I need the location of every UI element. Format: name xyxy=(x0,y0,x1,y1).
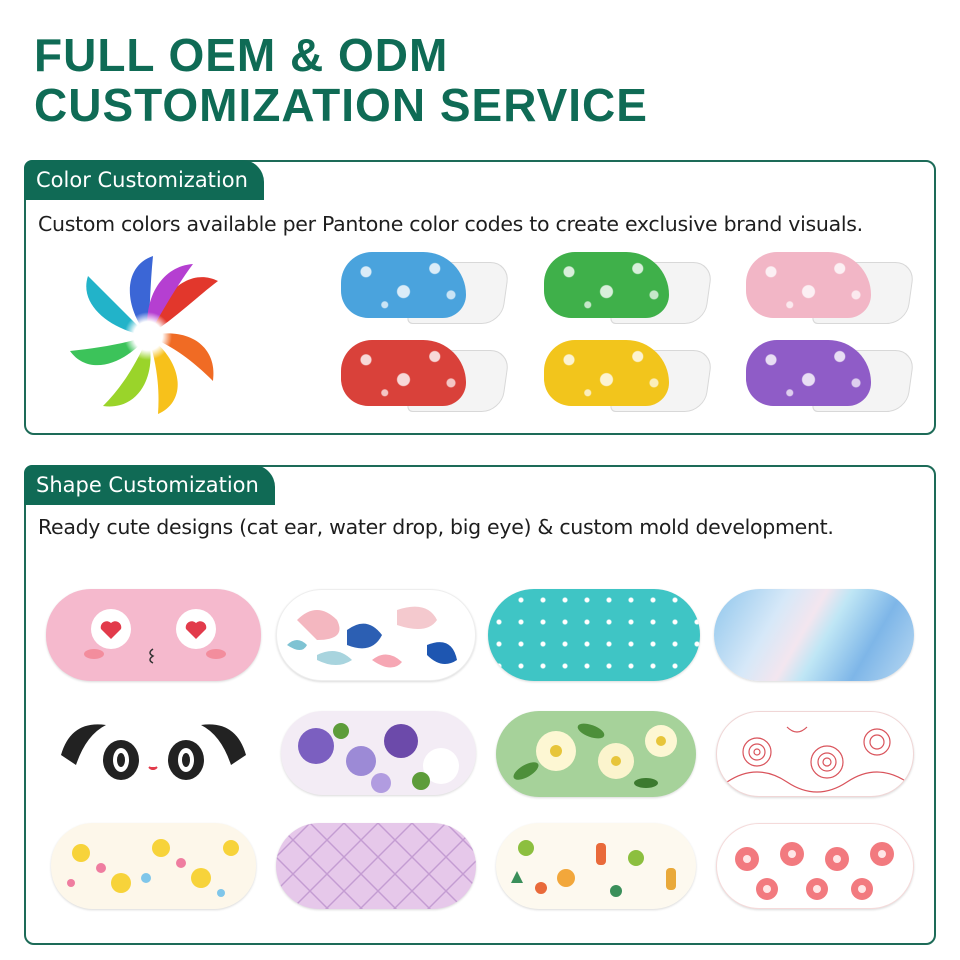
design-pastel-camo xyxy=(276,589,476,681)
shape-customization-description: Ready cute designs (cat ear, water drop,… xyxy=(38,515,834,539)
color-mask-pink xyxy=(746,252,916,324)
design-pink-heart-eyes xyxy=(46,589,261,681)
design-grapefruit-slices xyxy=(716,823,914,909)
design-fruit-popsicle xyxy=(496,823,696,909)
color-mask-yellow xyxy=(544,340,714,412)
title-line-1: FULL OEM & ODM xyxy=(34,29,449,81)
color-customization-description: Custom colors available per Pantone colo… xyxy=(38,212,863,236)
color-mask-blue xyxy=(341,252,511,324)
color-customization-panel: Color Customization Custom colors availa… xyxy=(24,160,936,435)
color-wheel-icon xyxy=(68,256,228,416)
design-purple-flowers xyxy=(281,711,476,795)
shape-customization-tag: Shape Customization xyxy=(24,465,275,505)
color-mask-red xyxy=(341,340,511,412)
color-mask-purple xyxy=(746,340,916,412)
color-customization-tag: Color Customization xyxy=(24,160,264,200)
design-holographic xyxy=(714,589,914,681)
design-lilac-diamond xyxy=(276,823,476,909)
design-red-line-roses xyxy=(716,711,914,797)
title-line-2: CUSTOMIZATION SERVICE xyxy=(34,79,648,131)
shape-customization-panel: Shape Customization Ready cute designs (… xyxy=(24,465,936,945)
page-title: FULL OEM & ODM CUSTOMIZATION SERVICE xyxy=(34,30,648,130)
design-teal-stars xyxy=(488,589,700,681)
color-mask-green xyxy=(544,252,714,324)
design-yellow-chicks xyxy=(51,823,256,909)
design-panda-face xyxy=(51,705,256,797)
design-white-flowers-green xyxy=(496,711,696,797)
